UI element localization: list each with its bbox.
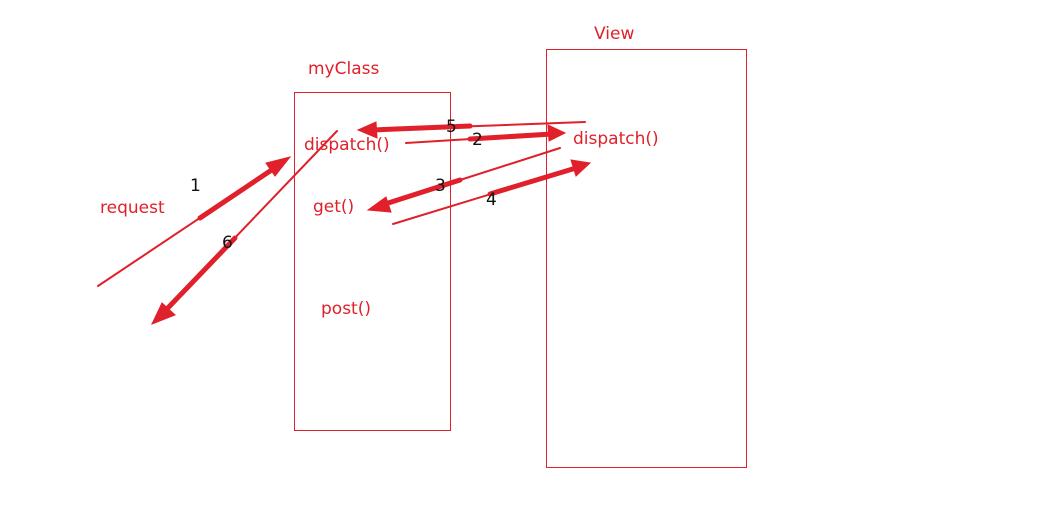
arrow-5-head [356, 121, 378, 139]
myclass-box [294, 92, 451, 431]
arrow-4-shaft-thick [487, 165, 579, 197]
arrow-1-head [265, 156, 292, 177]
view-title: View [594, 24, 635, 44]
view-box [546, 49, 747, 468]
request-label: request [100, 198, 165, 218]
myclass-dispatch-label: dispatch() [304, 135, 390, 155]
myclass-get-label: get() [313, 197, 355, 217]
step-number-2: 2 [472, 130, 483, 150]
step-number-5: 5 [446, 117, 457, 137]
arrow-2-shaft-thick [467, 131, 555, 142]
arrow-6-shaft-thick [161, 235, 238, 315]
step-number-3: 3 [435, 176, 446, 196]
arrow-3-head [366, 196, 392, 213]
myclass-title: myClass [308, 59, 380, 79]
myclass-post-label: post() [321, 299, 371, 319]
arrow-4-head [570, 159, 592, 177]
arrow-3-shaft-thick [379, 177, 463, 208]
view-dispatch-label: dispatch() [573, 129, 659, 149]
step-number-1: 1 [190, 176, 201, 196]
step-number-6: 6 [222, 233, 233, 253]
step-number-4: 4 [486, 190, 497, 210]
arrow-2-head [547, 124, 567, 142]
arrow-5-shaft-thick [369, 123, 473, 133]
arrow-1-shaft-thick [197, 162, 282, 221]
arrow-6-head [151, 302, 176, 325]
